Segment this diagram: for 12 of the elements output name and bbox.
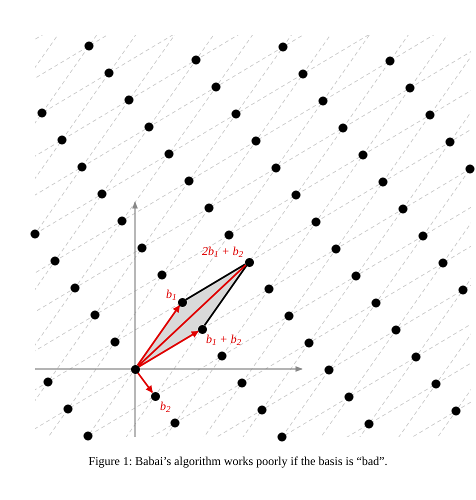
vector-label: 2b$_{1}$ + b$_{2}$ bbox=[202, 245, 244, 257]
lattice-point bbox=[178, 298, 186, 306]
lattice-point bbox=[150, 392, 160, 400]
vector-arrow bbox=[138, 330, 199, 368]
vector-label: b$_{1}$ bbox=[166, 288, 176, 300]
vector-arrow bbox=[136, 305, 180, 366]
vector-label: b$_{2}$ bbox=[160, 400, 170, 412]
lattice-point bbox=[130, 364, 140, 374]
vector-arrow bbox=[136, 372, 154, 393]
vector-label: b$_{1}$ + b$_{2}$ bbox=[206, 333, 242, 345]
lattice-point bbox=[244, 258, 254, 266]
caption: Figure 1: Babai’s algorithm works poorly if the basis is “bad”. bbox=[88, 453, 388, 470]
